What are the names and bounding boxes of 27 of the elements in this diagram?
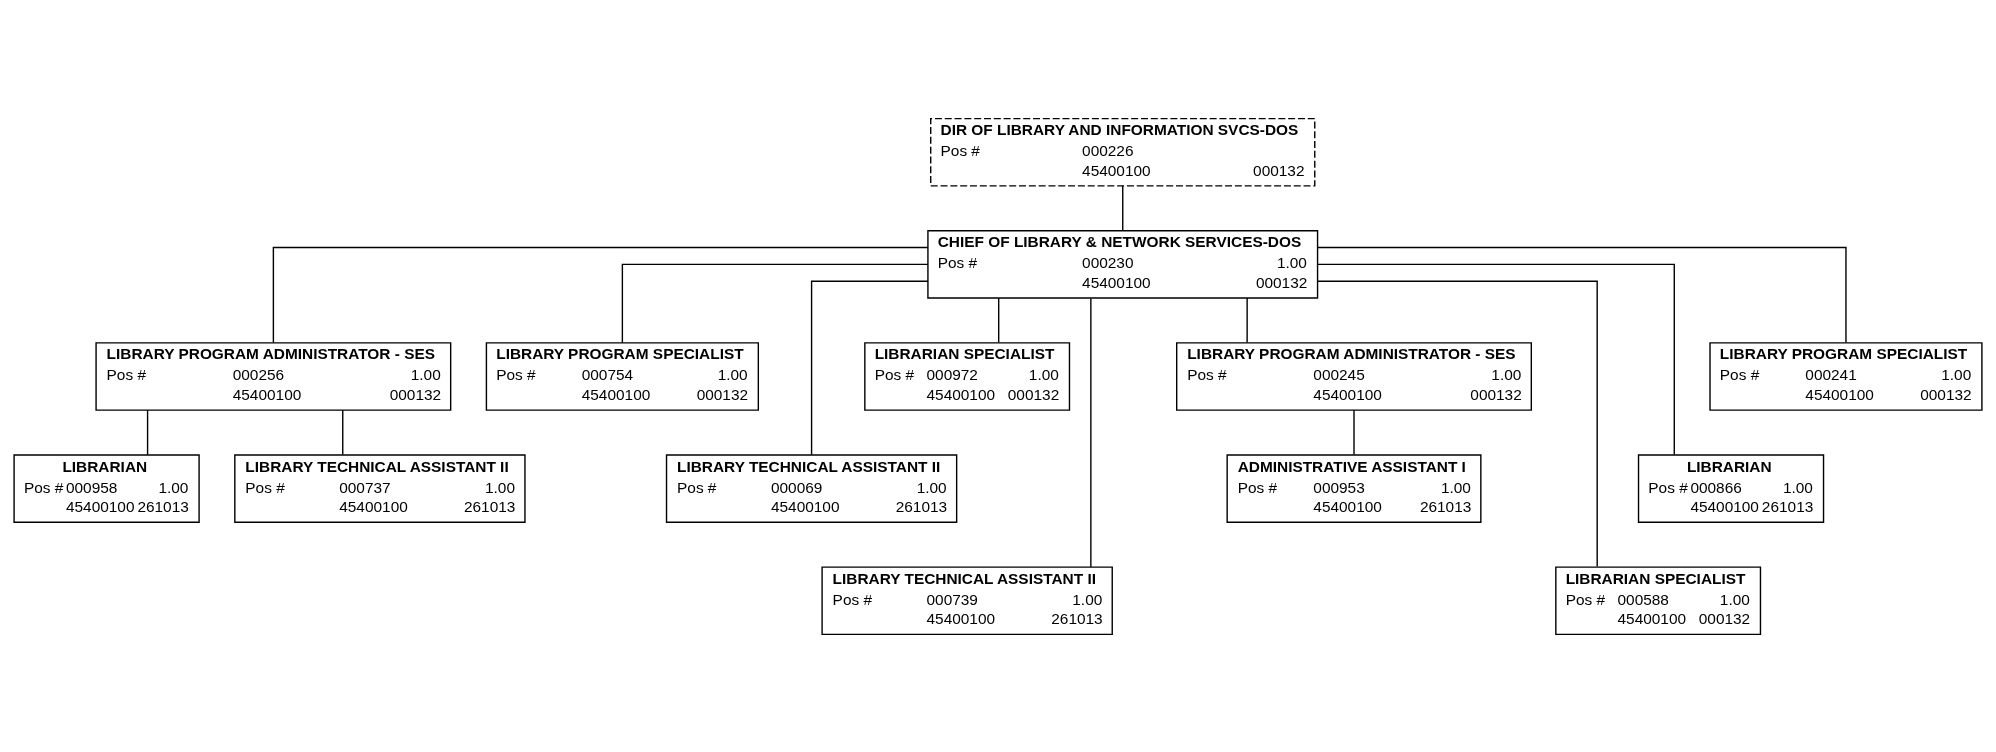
node-box: LIBRARIAN SPECIALIST Pos # 000972 1.00 45400100 000132 [864,341,1071,411]
node-box: CHIEF OF LIBRARY & NETWORK SERVICES-DOS Pos # 000230 1.00 45400100 000132 [927,229,1319,299]
node-box: LIBRARIAN SPECIALIST Pos # 000588 1.00 45400100 000132 [1555,565,1762,635]
node-box: LIBRARY PROGRAM ADMINISTRATOR - SES Pos # 000256 1.00 45400100 000132 [95,341,452,411]
connector [1317,246,1847,343]
connector [998,296,1000,343]
node-box: LIBRARY TECHNICAL ASSISTANT II Pos # 000737 1.00 45400100 261013 [234,453,526,523]
connector [1122,184,1124,231]
connector [621,263,929,344]
node-box: LIBRARIAN Pos # 000866 1.00 45400100 261013 [1637,453,1825,523]
connector [272,246,929,343]
connector [146,408,149,455]
node-box: LIBRARY TECHNICAL ASSISTANT II Pos # 000739 1.00 45400100 261013 [821,565,1113,635]
connector [342,408,344,455]
node-box: DIR OF LIBRARY AND INFORMATION SVCS-DOS Pos # 000226 45400100 000132 [930,117,1316,187]
connector [1316,263,1675,455]
node-box: LIBRARY PROGRAM SPECIALIST Pos # 000241 1.00 45400100 000132 [1709,341,1983,411]
connector [810,280,929,456]
node-box: LIBRARY TECHNICAL ASSISTANT II Pos # 000069 1.00 45400100 261013 [665,453,958,523]
node-box: ADMINISTRATIVE ASSISTANT I Pos # 000953 1.00 45400100 261013 [1226,453,1482,523]
connector [1090,297,1092,568]
node-box: LIBRARY PROGRAM ADMINISTRATOR - SES Pos # 000245 1.00 45400100 000132 [1176,341,1532,411]
connector [1317,280,1598,567]
node-box: LIBRARY PROGRAM SPECIALIST Pos # 000754 1.00 45400100 000132 [485,341,760,411]
connector [1353,408,1355,455]
node-box: LIBRARIAN Pos # 000958 1.00 45400100 261013 [13,453,200,523]
connector [1246,296,1248,343]
